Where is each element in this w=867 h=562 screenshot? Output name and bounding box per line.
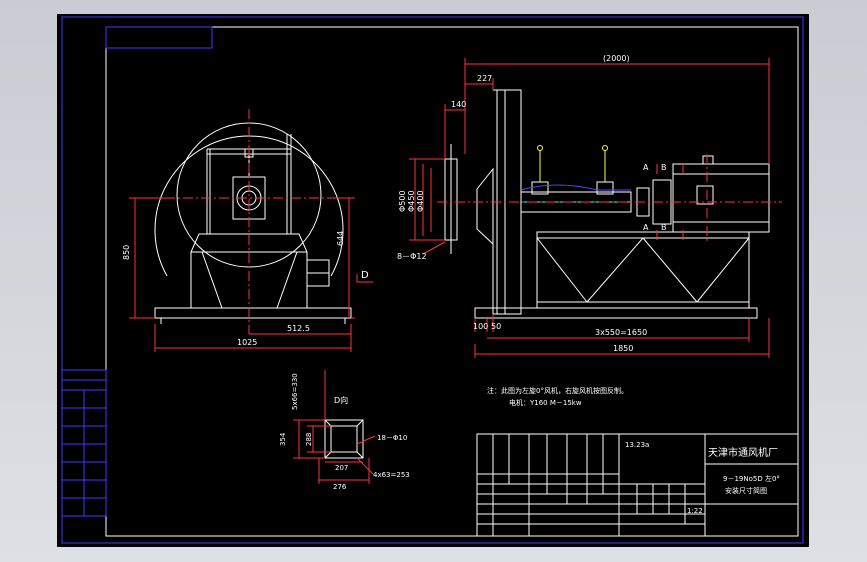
note-line-1: 注：此图为左旋0°风机，右旋风机按图反制。 bbox=[487, 386, 628, 395]
section-a-left: A bbox=[643, 163, 649, 172]
dim-450: Φ450 bbox=[407, 190, 416, 212]
dim-140: 140 bbox=[451, 100, 466, 109]
d-view-title: D向 bbox=[334, 395, 348, 405]
drawing-name: 安装尺寸简图 bbox=[725, 486, 767, 495]
outer-border bbox=[61, 16, 804, 544]
dim-1850: 1850 bbox=[613, 344, 633, 353]
dim-227: 227 bbox=[477, 74, 492, 83]
scale-value: 1:22 bbox=[687, 507, 703, 515]
model-name: 9－19No5D 左0° bbox=[723, 474, 780, 483]
dim-5x66: 5x66=330 bbox=[291, 373, 299, 410]
side-dimensions bbox=[409, 58, 770, 358]
front-dimensions bbox=[129, 197, 373, 352]
d-view-dimensions bbox=[293, 370, 376, 484]
inner-border bbox=[105, 26, 799, 537]
dim-354: 354 bbox=[279, 432, 287, 446]
drawing-canvas[interactable]: 850 644 512.5 1025 D (2000) 227 140 Φ500… bbox=[57, 14, 809, 547]
side-centerlines bbox=[437, 154, 782, 244]
front-view bbox=[154, 122, 352, 324]
note-line-2: 电机：Y160 M－15kw bbox=[509, 398, 582, 407]
dim-400: Φ400 bbox=[416, 190, 425, 212]
dim-height-shaft: 644 bbox=[336, 231, 345, 246]
section-marker-d: D bbox=[361, 270, 369, 281]
section-a-right: A bbox=[643, 223, 649, 232]
dim-50: 50 bbox=[491, 322, 501, 331]
d-view bbox=[324, 419, 364, 459]
dim-500: Φ500 bbox=[398, 190, 407, 212]
dim-4x63: 4x63=253 bbox=[373, 471, 410, 479]
side-instruments bbox=[537, 145, 608, 182]
section-b-right: B bbox=[661, 223, 667, 232]
side-base-plate bbox=[474, 307, 758, 319]
dim-3x550: 3x550=1650 bbox=[595, 328, 647, 337]
dim-total-width: 1025 bbox=[237, 338, 257, 347]
drawing-svg: 850 644 512.5 1025 D (2000) 227 140 Φ500… bbox=[61, 16, 804, 544]
dim-288: 288 bbox=[305, 433, 313, 446]
dim-d-holes: 18－Φ10 bbox=[377, 434, 407, 442]
title-block bbox=[476, 433, 799, 537]
dim-276: 276 bbox=[333, 483, 347, 491]
side-view bbox=[444, 89, 770, 319]
side-volute bbox=[476, 89, 522, 315]
section-b-left: B bbox=[661, 163, 667, 172]
dim-half-width: 512.5 bbox=[287, 324, 310, 333]
side-stamp-column bbox=[61, 369, 107, 517]
inlet-flange bbox=[444, 158, 458, 241]
front-centerlines bbox=[147, 109, 357, 334]
dim-height-total: 850 bbox=[122, 245, 131, 260]
dim-207: 207 bbox=[335, 464, 348, 472]
d-view-outer-square bbox=[324, 419, 364, 459]
dim-side-holes: 8－Φ12 bbox=[397, 252, 427, 261]
weight-value: 13.23a bbox=[625, 441, 649, 449]
top-corner-box bbox=[105, 26, 213, 49]
dim-100: 100 bbox=[473, 322, 488, 331]
d-view-inner-square bbox=[330, 425, 358, 453]
company-name: 天津市通风机厂 bbox=[708, 446, 778, 459]
shaft-link bbox=[520, 184, 631, 191]
front-base bbox=[154, 307, 352, 319]
side-base-frame bbox=[536, 231, 750, 309]
dim-overall: (2000) bbox=[603, 54, 630, 63]
